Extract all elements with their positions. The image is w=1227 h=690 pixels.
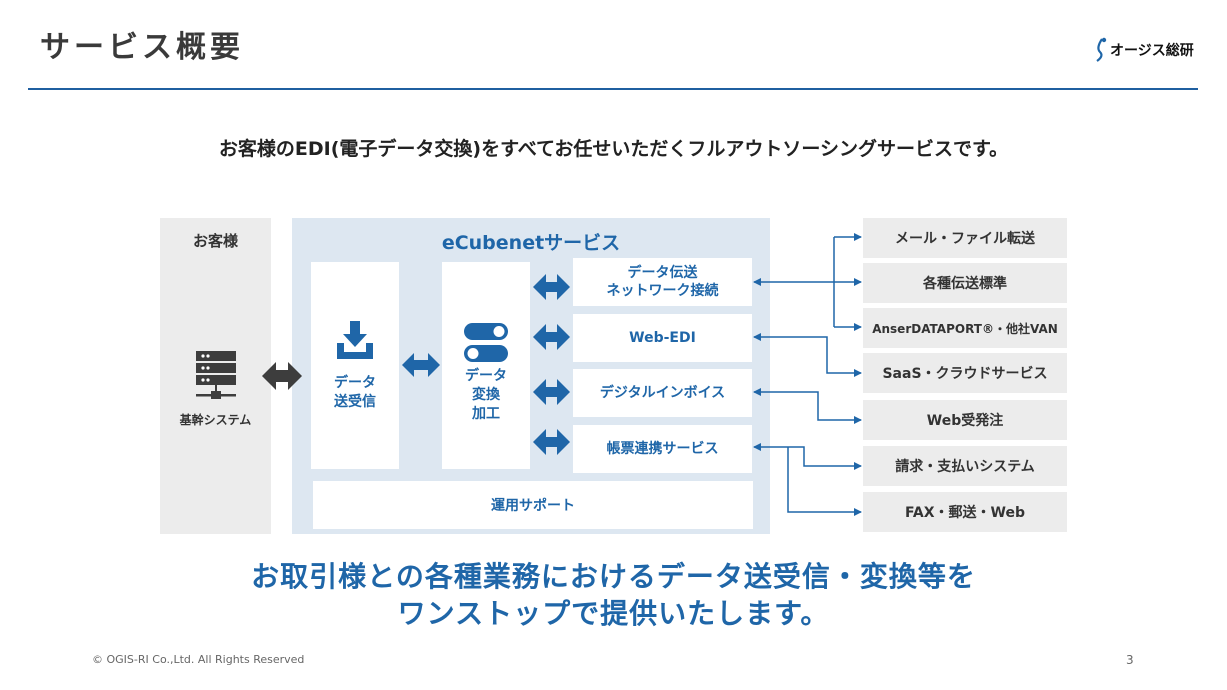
ext-web-order-label: Web受発注 bbox=[926, 413, 1004, 429]
bottom-message-line-1: お取引様との各種業務におけるデータ送受信・変換等を bbox=[251, 560, 976, 593]
page-title: サービス概要 bbox=[40, 30, 244, 65]
forms-service-label: 帳票連携サービス bbox=[606, 441, 719, 457]
invoice-service-box: デジタルインボイス bbox=[573, 369, 752, 417]
bottom-message-line-2: ワンストップで提供いたします。 bbox=[397, 597, 830, 630]
double-arrow-icon bbox=[402, 353, 440, 377]
ext-billing-label: 請求・支払いシステム bbox=[895, 459, 1035, 475]
logo-mark-icon bbox=[1096, 37, 1107, 62]
page-number: 3 bbox=[1126, 653, 1134, 667]
webedi-service-label: Web-EDI bbox=[629, 330, 696, 346]
ext-fax-label: FAX・郵送・Web bbox=[904, 505, 1026, 521]
ext-saas: SaaS・クラウドサービス bbox=[863, 353, 1067, 393]
double-arrow-icon bbox=[533, 429, 570, 455]
ext-saas-label: SaaS・クラウドサービス bbox=[882, 366, 1048, 382]
ext-anser-van: AnserDATAPORT®・他社VAN bbox=[863, 308, 1067, 348]
copyright-text: © OGIS-RI Co.,Ltd. All Rights Reserved bbox=[92, 653, 305, 666]
ext-billing: 請求・支払いシステム bbox=[863, 446, 1067, 486]
network-service-line-1: データ伝送 bbox=[627, 265, 698, 281]
connector-line bbox=[753, 333, 862, 377]
operation-support-box: 運用サポート bbox=[313, 481, 753, 529]
download-icon bbox=[337, 321, 373, 359]
double-arrow-icon bbox=[533, 274, 570, 300]
ext-standards: 各種伝送標準 bbox=[863, 263, 1067, 303]
company-logo: オージス総研 bbox=[1092, 36, 1202, 64]
double-arrow-icon bbox=[533, 324, 570, 350]
lead-text: お客様のEDI(電子データ交換)をすべてお任せいただくフルアウトソーシングサービ… bbox=[218, 138, 1009, 160]
data-receive-box: データ 送受信 bbox=[311, 262, 399, 469]
receive-label-line-1: データ bbox=[334, 375, 376, 391]
ext-anser-label: AnserDATAPORT®・他社VAN bbox=[872, 321, 1058, 336]
convert-label-line-2: 変換 bbox=[472, 387, 500, 403]
convert-label-line-3: 加工 bbox=[472, 406, 500, 422]
header-divider bbox=[28, 88, 1198, 90]
network-service-line-2: ネットワーク接続 bbox=[606, 283, 719, 299]
double-arrow-icon bbox=[262, 362, 302, 390]
ext-mail-transfer: メール・ファイル転送 bbox=[863, 218, 1067, 258]
connector-line bbox=[787, 447, 862, 516]
invoice-service-label: デジタルインボイス bbox=[599, 385, 726, 401]
connector-line bbox=[753, 388, 862, 424]
customer-label: お客様 bbox=[192, 232, 238, 250]
ext-web-order: Web受発注 bbox=[863, 400, 1067, 440]
receive-label-line-2: 送受信 bbox=[334, 394, 376, 410]
operation-support-label: 運用サポート bbox=[491, 498, 575, 514]
ext-standards-label: 各種伝送標準 bbox=[923, 276, 1007, 292]
webedi-service-box: Web-EDI bbox=[573, 314, 752, 362]
bottom-message: お取引様との各種業務におけるデータ送受信・変換等を ワンストップで提供いたします… bbox=[0, 558, 1227, 632]
data-convert-box: データ 変換 加工 bbox=[442, 262, 530, 469]
connector-line bbox=[753, 443, 862, 470]
core-system-label: 基幹システム bbox=[179, 413, 252, 427]
server-icon bbox=[196, 351, 236, 399]
ecubenet-title: eCubenetサービス bbox=[441, 232, 621, 254]
double-arrow-icon bbox=[533, 379, 570, 405]
ext-mail-label: メール・ファイル転送 bbox=[895, 231, 1035, 247]
ext-fax-mail-web: FAX・郵送・Web bbox=[863, 492, 1067, 532]
toggle-switch-icon bbox=[464, 323, 508, 362]
logo-text: オージス総研 bbox=[1110, 43, 1194, 59]
network-service-box: データ伝送 ネットワーク接続 bbox=[573, 258, 752, 306]
forms-service-box: 帳票連携サービス bbox=[573, 425, 752, 473]
convert-label-line-1: データ bbox=[465, 368, 507, 384]
